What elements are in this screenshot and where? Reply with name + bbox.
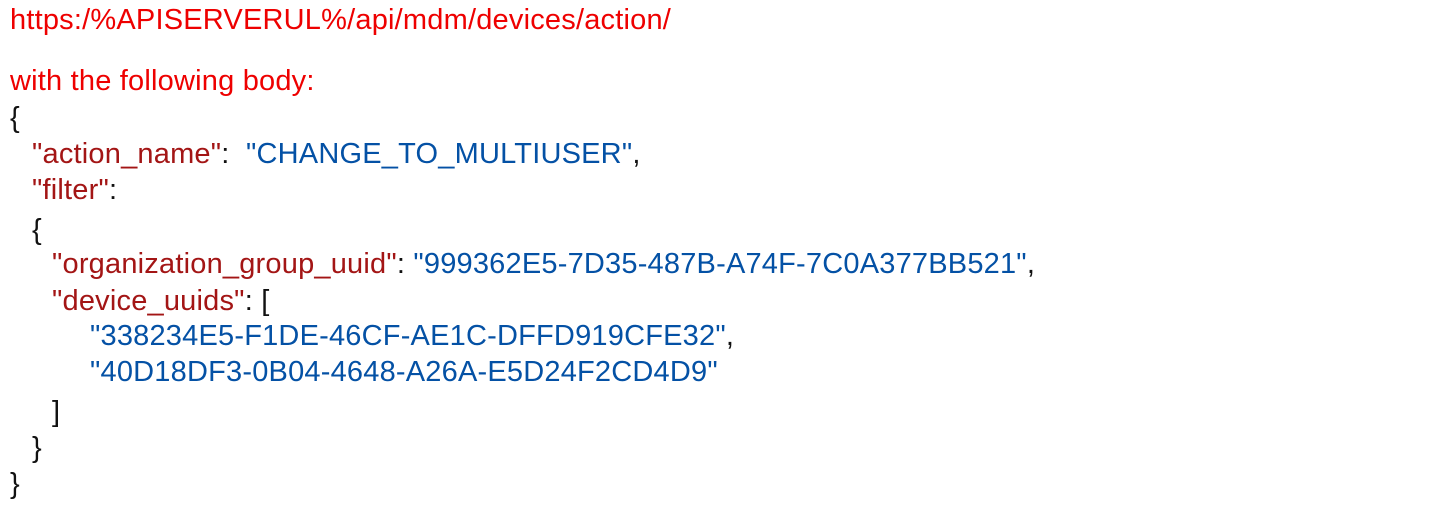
json-open-brace: { — [10, 102, 20, 134]
intro-text: with the following body: — [10, 65, 315, 97]
json-device-uuid-item: "40D18DF3-0B04-4648-A26A-E5D24F2CD4D9" — [90, 354, 718, 390]
json-comma: , — [725, 320, 735, 352]
json-array-close: ] — [52, 396, 61, 428]
json-line-filter: "filter": — [32, 172, 117, 208]
json-line-device-uuids: "device_uuids": [ — [52, 283, 269, 319]
json-colon: : — [396, 248, 406, 280]
json-filter-open-brace: { — [32, 214, 42, 246]
json-value-device-uuid: "338234E5-F1DE-46CF-AE1C-DFFD919CFE32" — [90, 320, 726, 352]
json-line-org-group: "organization_group_uuid": "999362E5-7D3… — [52, 246, 1035, 282]
json-key-org-group: "organization_group_uuid" — [52, 248, 397, 280]
json-key-device-uuids: "device_uuids" — [52, 285, 245, 317]
json-filter-close-brace: } — [32, 432, 42, 464]
json-colon: : — [221, 138, 230, 170]
json-key-action-name: "action_name" — [32, 138, 222, 170]
json-colon: : — [108, 174, 118, 206]
json-close-brace: } — [10, 468, 20, 500]
json-key-filter: "filter" — [32, 174, 109, 206]
json-array-open: [ — [261, 285, 270, 317]
api-url: https:/%APISERVERUL%/api/mdm/devices/act… — [10, 4, 672, 36]
json-comma: , — [632, 138, 641, 170]
json-colon: : — [244, 285, 253, 317]
json-value-action-name: "CHANGE_TO_MULTIUSER" — [246, 138, 633, 170]
json-device-uuid-item: "338234E5-F1DE-46CF-AE1C-DFFD919CFE32", — [90, 318, 734, 354]
json-comma: , — [1026, 248, 1036, 280]
json-value-device-uuid: "40D18DF3-0B04-4648-A26A-E5D24F2CD4D9" — [90, 356, 718, 388]
json-line-action-name: "action_name": "CHANGE_TO_MULTIUSER", — [32, 136, 641, 172]
json-value-org-group: "999362E5-7D35-487B-A74F-7C0A377BB521" — [413, 248, 1027, 280]
